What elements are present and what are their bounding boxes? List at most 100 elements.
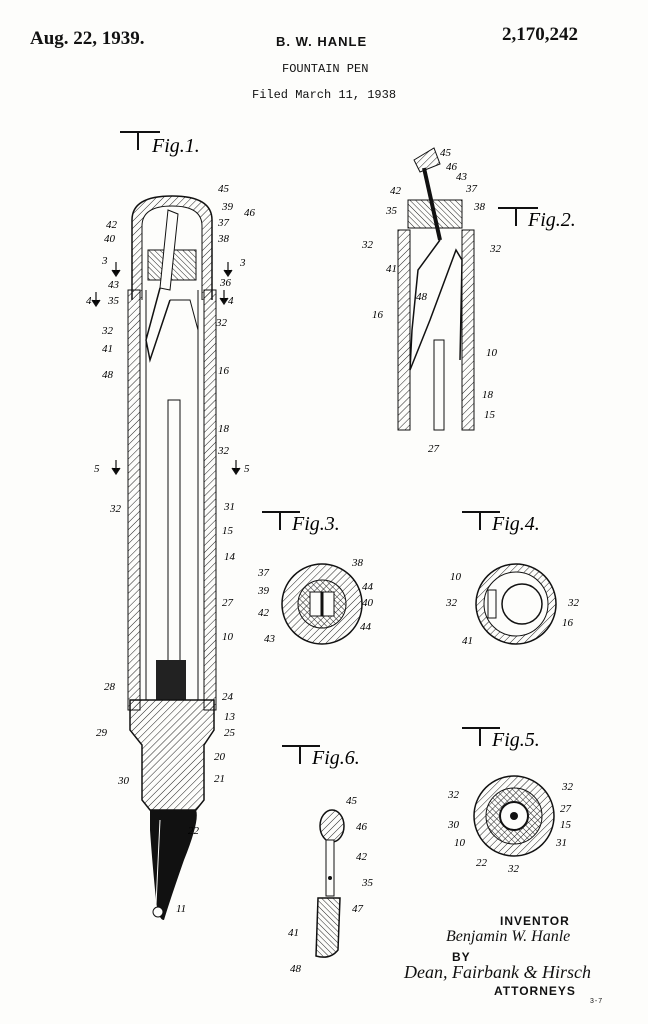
fig1-ref-15: 15 (222, 525, 234, 537)
fig6-ref-45: 45 (346, 795, 358, 807)
fig5-ref-32: 32 (507, 863, 520, 875)
fig1-ref-35: 35 (107, 295, 120, 307)
fig5-title: Fig.5. (491, 729, 540, 751)
fig1-ref-20: 20 (214, 751, 226, 763)
fig6-ref-48: 48 (290, 963, 302, 975)
fig1-ref-24: 24 (222, 691, 234, 703)
fig4-ref-16: 16 (562, 617, 574, 629)
fig4-ref-10: 10 (450, 571, 462, 583)
fig1-ref-40: 40 (104, 233, 116, 245)
fig5-label: Fig.5. (462, 727, 540, 751)
fig1-ref-43: 43 (108, 279, 120, 291)
fig5-ref-22: 22 (476, 857, 488, 869)
fig1-ref-13: 13 (224, 711, 236, 723)
attorneys-label: ATTORNEYS (494, 984, 576, 998)
fig6-ref-42: 42 (356, 851, 368, 863)
fig3-ref-38: 38 (351, 557, 364, 569)
fig2-label: Fig.2. (498, 207, 576, 231)
fig3-ref-43: 43 (264, 633, 276, 645)
fig1-ref-18: 18 (218, 423, 230, 435)
fig1-ref-48: 48 (102, 369, 114, 381)
fig1-ref-32: 32 (215, 317, 228, 329)
fig2-ref-15: 15 (484, 409, 496, 421)
fig2-ref-27: 27 (428, 443, 440, 455)
fig4-ref-41: 41 (462, 635, 473, 647)
fig2-ref-16: 16 (372, 309, 384, 321)
fig6-ref-47: 47 (352, 903, 364, 915)
attorney-signature: Dean, Fairbank & Hirsch (404, 962, 591, 982)
fig2-title: Fig.2. (527, 209, 576, 231)
fig4-label: Fig.4. (462, 511, 540, 535)
fig5-ref-32: 32 (561, 781, 574, 793)
fig1-ref-30: 30 (117, 775, 130, 787)
fig3-title: Fig.3. (291, 513, 340, 535)
fig6-lever (315, 809, 345, 958)
inventor-signature: Benjamin W. Hanle (446, 928, 571, 945)
fig1-section-markers (91, 262, 241, 476)
patent-number: 2,170,242 (502, 24, 578, 45)
fig1-ref-22: 22 (188, 825, 200, 837)
fig3-ref-40: 40 (362, 597, 374, 609)
fig1-ref-32: 32 (101, 325, 114, 337)
fig1-ref-41: 41 (102, 343, 113, 355)
fig1-ref-14: 14 (224, 551, 236, 563)
fig2-ref-10: 10 (486, 347, 498, 359)
fig1-ref-4: 4 (86, 295, 92, 307)
sheet-mark: 3-7 (590, 998, 604, 1005)
fig1-ref-42: 42 (106, 219, 118, 231)
fig6-label: Fig.6. (282, 745, 360, 769)
fig3-ref-44: 44 (360, 621, 372, 633)
fig5-ref-32: 32 (447, 789, 460, 801)
fig1-pen (127, 195, 217, 920)
by-label: BY (452, 950, 471, 964)
fig1-ref-36: 36 (219, 277, 232, 289)
fig1-ref-10: 10 (222, 631, 234, 643)
fig1-ref-21: 21 (214, 773, 225, 785)
fig1-ref-45: 45 (218, 183, 230, 195)
fig4-title: Fig.4. (491, 513, 540, 535)
fig1-ref-32: 32 (109, 503, 122, 515)
fig5-ref-15: 15 (560, 819, 572, 831)
fig1-ref-5: 5 (94, 463, 100, 475)
fig1-ref-3: 3 (101, 255, 108, 267)
fig2-ref-38: 38 (473, 201, 486, 213)
inventor-label: INVENTOR (500, 914, 570, 928)
fig4-reference-numerals: 10 32 32 41 16 (445, 571, 580, 647)
fig3-ref-39: 39 (257, 585, 270, 597)
patent-date: Aug. 22, 1939. (30, 28, 145, 49)
fig2-ref-42: 42 (390, 185, 402, 197)
fig2-ref-32: 32 (361, 239, 374, 251)
filed-date: Filed March 11, 1938 (252, 88, 397, 102)
fig1-ref-29: 29 (96, 727, 108, 739)
fig1-ref-5: 5 (244, 463, 250, 475)
fig4-ref-32: 32 (445, 597, 458, 609)
fig2-ref-48: 48 (416, 291, 428, 303)
fig3-ref-37: 37 (257, 567, 270, 579)
fig1-ref-31: 31 (223, 501, 235, 513)
fig1-ref-37: 37 (217, 217, 230, 229)
fig1-ref-32: 32 (217, 445, 230, 457)
fig5-ref-10: 10 (454, 837, 466, 849)
fig1-title: Fig.1. (151, 135, 200, 157)
fig2-ref-35: 35 (385, 205, 398, 217)
fig4-ref-32: 32 (567, 597, 580, 609)
fig1-ref-3: 3 (239, 257, 246, 269)
fig2-ref-18: 18 (482, 389, 494, 401)
fig6-ref-46: 46 (356, 821, 368, 833)
fig1-ref-4: 4 (228, 295, 234, 307)
fig2-ref-45: 45 (440, 147, 452, 159)
fig6-ref-41: 41 (288, 927, 299, 939)
fig1-label: Fig.1. (120, 131, 200, 157)
fig5-ref-31: 31 (555, 837, 567, 849)
patent-title: FOUNTAIN PEN (282, 62, 369, 76)
fig6-ref-35: 35 (361, 877, 374, 889)
fig3-cross-section (281, 563, 363, 645)
inventor-name: B. W. HANLE (276, 34, 368, 49)
fig2-ref-37: 37 (465, 183, 478, 195)
fig5-ref-30: 30 (447, 819, 460, 831)
